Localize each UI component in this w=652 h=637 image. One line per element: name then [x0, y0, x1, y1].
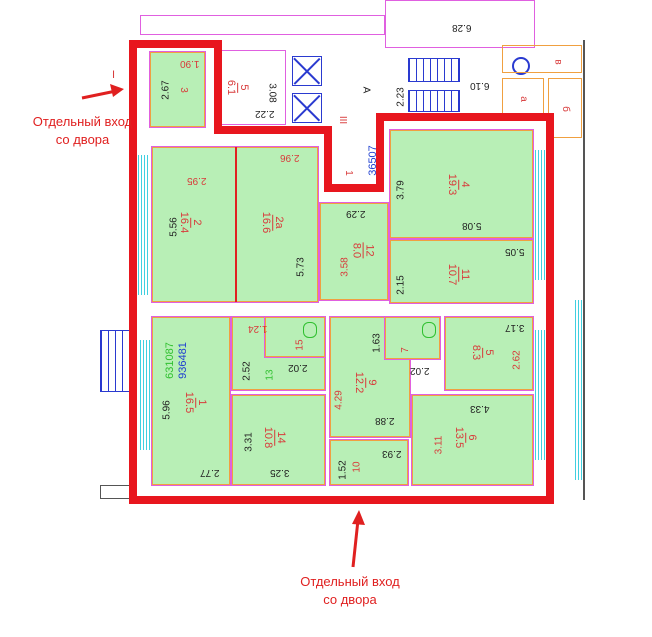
window-right: [575, 300, 583, 480]
bottom-arrow-head: [352, 510, 365, 525]
window-right: [535, 150, 545, 280]
room-1: [151, 316, 231, 486]
marker: I: [112, 69, 116, 81]
room-11: [389, 239, 534, 304]
room-5-top: [218, 50, 286, 125]
partition: [235, 147, 237, 302]
elevator-icon: [292, 93, 322, 123]
room-2: [151, 146, 237, 303]
left-entrance-note: Отдельный вход со двора: [32, 114, 133, 147]
window-left: [138, 155, 150, 295]
sink-icon: [512, 57, 530, 75]
boundary-polygon: [129, 40, 554, 504]
room-14: [231, 394, 326, 486]
room-6: [411, 394, 534, 486]
outer-wall-right: [583, 40, 585, 500]
top-corridor: [140, 15, 385, 35]
room-v: [502, 45, 582, 73]
room-4: [389, 129, 534, 239]
toilet-icon: [422, 322, 436, 338]
room-b: [548, 78, 582, 138]
room-3: [149, 51, 206, 128]
stairs-upper: [408, 58, 460, 82]
room-12: [319, 202, 389, 301]
window-right: [535, 330, 545, 460]
room-2a: [235, 146, 319, 303]
top-room: [385, 0, 535, 48]
left-arrow-head: [110, 84, 124, 97]
window-left: [140, 340, 151, 450]
stairs-lower: [408, 90, 460, 112]
room-10: [329, 439, 409, 486]
toilet-icon: [303, 322, 317, 338]
elevator-icon: [292, 56, 322, 86]
left-arrow-shaft: [81, 89, 117, 100]
outside-stair: [100, 330, 130, 392]
bottom-entrance-note: Отдельный вход со двора: [300, 574, 400, 607]
bottom-arrow-shaft: [351, 519, 360, 568]
room-5: [444, 316, 534, 391]
